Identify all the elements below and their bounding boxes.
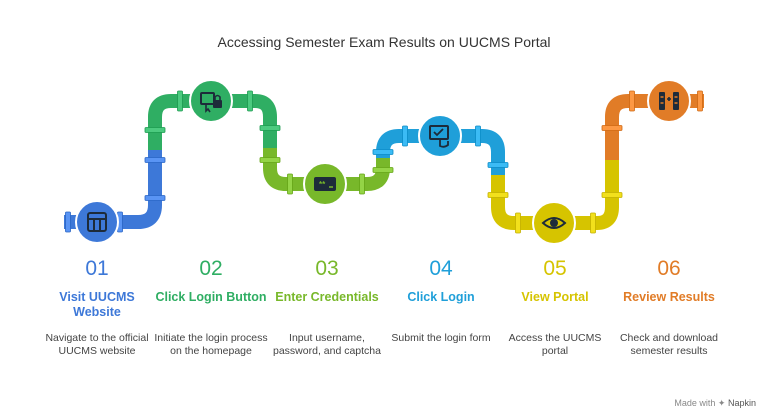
step-heading: Click Login xyxy=(407,290,475,304)
submit-click-icon xyxy=(429,125,449,148)
pipe-coupling xyxy=(144,157,166,163)
step-number: 01 xyxy=(85,257,109,280)
pipe-coupling xyxy=(372,167,394,173)
pipe-coupling xyxy=(372,149,394,155)
pipe-coupling xyxy=(475,125,481,147)
pipe-coupling xyxy=(144,127,166,133)
watermark-brand: Napkin xyxy=(727,398,756,408)
website-layout-icon xyxy=(87,212,107,232)
step-number: 02 xyxy=(199,257,223,280)
diagram-title: Accessing Semester Exam Results on UUCMS… xyxy=(217,34,551,50)
step-3: 03 Enter Credentials Input username, pas… xyxy=(268,254,386,358)
pipe-coupling xyxy=(601,192,623,198)
step-description: Access the UUCMS portal xyxy=(508,332,602,357)
step-description: Check and download semester results xyxy=(619,332,719,357)
login-lock-icon xyxy=(200,92,222,113)
pipe-coupling xyxy=(259,125,281,131)
step-2: 02 Click Login Button Initiate the login… xyxy=(152,254,270,358)
results-list-icon xyxy=(659,92,679,110)
step-5: 05 View Portal Access the UUCMS portal xyxy=(496,254,614,358)
step-description: Initiate the login process on the homepa… xyxy=(154,332,268,357)
step-heading: Visit UUCMS Website xyxy=(59,290,135,319)
step-description: Input username, password, and captcha xyxy=(273,332,381,357)
pipe-segment-6 xyxy=(605,94,704,160)
step-icons: ** xyxy=(75,79,691,245)
napkin-logo-icon: ✦ xyxy=(717,398,726,408)
step-heading: Click Login Button xyxy=(155,290,267,304)
step-1-circle xyxy=(75,200,119,244)
step-description: Submit the login form xyxy=(391,332,491,344)
pipe-coupling xyxy=(247,90,253,112)
pipe-coupling xyxy=(629,90,635,112)
step-4: 04 Click Login Submit the login form xyxy=(382,254,500,345)
pipe-coupling xyxy=(259,157,281,163)
step-4-circle xyxy=(418,114,462,158)
step-number: 05 xyxy=(543,257,567,280)
pipe-segments xyxy=(64,90,704,234)
pipe-coupling xyxy=(487,162,509,168)
step-6: 06 Review Results Check and download sem… xyxy=(610,254,728,358)
step-2-circle xyxy=(189,79,233,123)
napkin-watermark: Made with ✦ Napkin xyxy=(674,398,756,409)
pipe-coupling xyxy=(402,125,408,147)
step-heading: Enter Credentials xyxy=(275,290,379,304)
pipe-coupling xyxy=(601,125,623,131)
step-description: Navigate to the official UUCMS website xyxy=(45,332,149,357)
pipe-coupling xyxy=(65,211,71,233)
svg-text:**: ** xyxy=(319,180,326,189)
pipe-coupling xyxy=(515,212,521,234)
step-heading: View Portal xyxy=(521,290,589,304)
pipe-coupling xyxy=(287,173,293,195)
step-number: 04 xyxy=(429,257,453,280)
pipe-coupling xyxy=(177,90,183,112)
pipe-coupling xyxy=(359,173,365,195)
pipe-coupling xyxy=(590,212,596,234)
watermark-prefix: Made with xyxy=(674,398,716,408)
pipe-coupling xyxy=(487,192,509,198)
pipe-coupling xyxy=(144,195,166,201)
step-1: 01 Visit UUCMS Website Navigate to the o… xyxy=(38,254,156,358)
step-number: 03 xyxy=(315,257,339,280)
pipe-coupling xyxy=(697,90,703,112)
pipe-segment-1 xyxy=(64,150,162,229)
password-field-icon: ** xyxy=(314,177,336,191)
step-number: 06 xyxy=(657,257,681,280)
step-heading: Review Results xyxy=(623,290,715,304)
eye-icon xyxy=(541,217,567,229)
